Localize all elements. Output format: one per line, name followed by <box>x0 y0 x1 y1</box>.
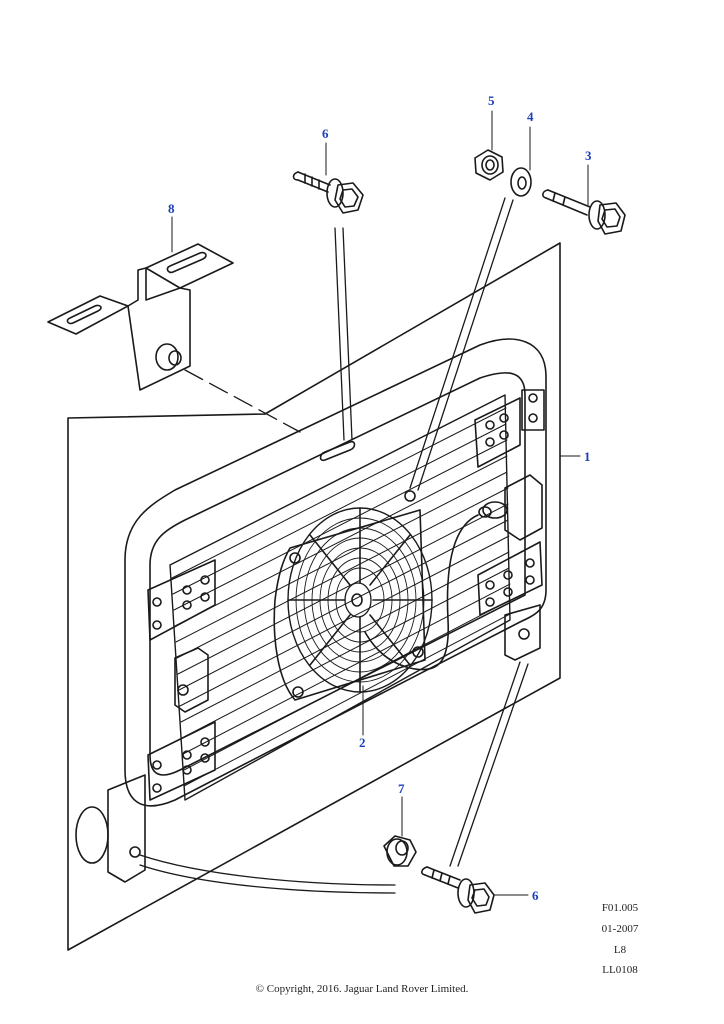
callout-7: 7 <box>398 781 405 796</box>
callout-6-bottom: 6 <box>532 888 539 903</box>
frame-slot <box>319 440 356 462</box>
bolt-top <box>292 171 364 214</box>
mounting-leg-right <box>504 604 541 661</box>
bracket-bottom-left <box>147 721 216 801</box>
callout-1: 1 <box>584 449 591 464</box>
date-code: 01-2007 <box>601 923 639 935</box>
pressure-switch <box>364 474 543 671</box>
bracket-top-left <box>147 559 216 641</box>
washer <box>510 167 532 197</box>
callout-3: 3 <box>585 148 592 163</box>
support-bracket <box>47 243 234 391</box>
cooling-fan <box>273 490 433 701</box>
body-panel <box>67 242 561 951</box>
copyright-notice: © Copyright, 2016. Jaguar Land Rover Lim… <box>255 983 469 995</box>
flange-nut <box>383 835 417 867</box>
side-mount-block <box>174 647 209 713</box>
callout-6-top: 6 <box>322 126 329 141</box>
leader-lines <box>171 110 589 896</box>
level-code: L8 <box>613 944 627 956</box>
bolt-bottom <box>421 866 495 914</box>
figure-code: F01.005 <box>601 902 639 914</box>
nut <box>474 149 504 181</box>
guide-lines <box>139 197 529 894</box>
bracket-bottom-right <box>477 541 543 616</box>
callout-4: 4 <box>527 109 534 124</box>
condenser-core <box>169 394 511 801</box>
part-code: LL0108 <box>602 964 638 976</box>
bolt-right <box>542 189 626 235</box>
bracket-top-right <box>474 389 545 468</box>
callout-8: 8 <box>168 201 175 216</box>
callout-5: 5 <box>488 93 495 108</box>
callout-2: 2 <box>359 735 366 750</box>
mounting-leg-left <box>75 774 146 883</box>
